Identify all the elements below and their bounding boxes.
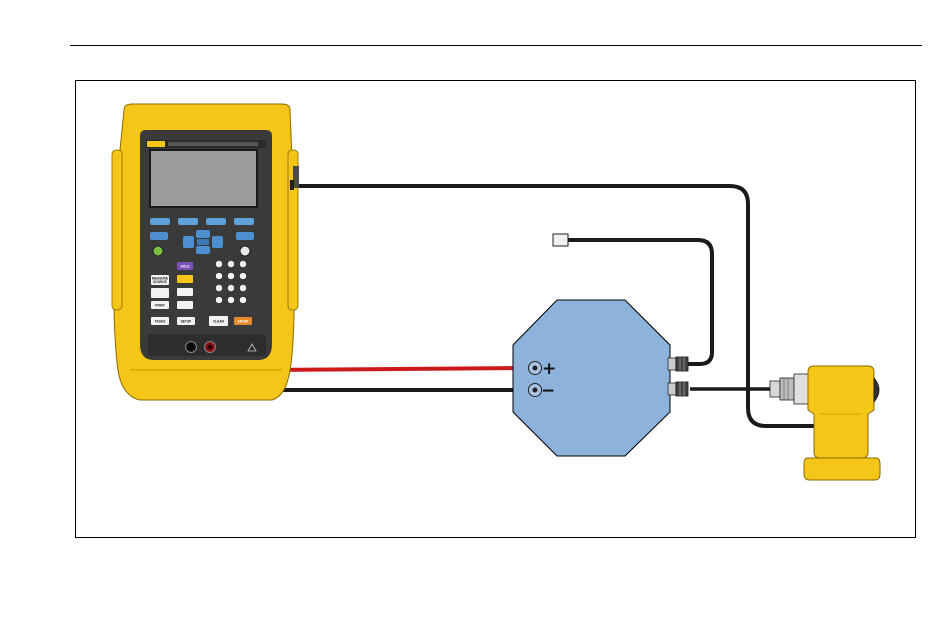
black-jack-hole [189, 345, 194, 350]
brand-logo [147, 141, 165, 147]
print-key-label: PRINT [155, 304, 165, 308]
model-text-bar [168, 142, 258, 146]
mode-key-2 [177, 301, 193, 309]
minus-symbol: − [541, 381, 555, 401]
reference-plug [553, 234, 568, 246]
power-button [153, 246, 163, 256]
setup-key-label: SETUP [181, 320, 193, 324]
calibrator-screen [150, 150, 257, 207]
lower-cable-connector [668, 382, 688, 396]
module-foot [804, 458, 880, 480]
module-body [808, 366, 874, 458]
process-calibrator: HOLD MEASURE SOURCE PRINT TASKS SETUP CL… [112, 104, 299, 400]
tasks-key-label: TASKS [155, 320, 166, 324]
select-key [236, 232, 254, 240]
measure-key-label-2: SOURCE [153, 280, 167, 284]
pressure-module [770, 366, 880, 480]
red-jack-hole [208, 345, 213, 350]
module-cap [874, 378, 879, 402]
plus-symbol: + [542, 359, 556, 379]
sensor-octagon [513, 300, 670, 456]
positive-terminal-hole [533, 366, 538, 371]
left-grip [112, 150, 122, 310]
side-connector-port [290, 180, 294, 190]
clear-key-label: CLEAR [213, 320, 225, 324]
device-under-test: + − [513, 300, 688, 456]
negative-terminal-hole [533, 388, 538, 393]
backlight-button [240, 246, 250, 256]
home-key [150, 232, 168, 240]
pressure-fitting [770, 374, 808, 404]
mode-key-1 [177, 288, 193, 296]
hold-key-label: HOLD [180, 265, 190, 269]
upper-cable-connector [668, 357, 688, 371]
source-measure-key [151, 288, 169, 298]
zero-key [177, 275, 193, 283]
enter-key-label: ENTER [238, 320, 250, 324]
